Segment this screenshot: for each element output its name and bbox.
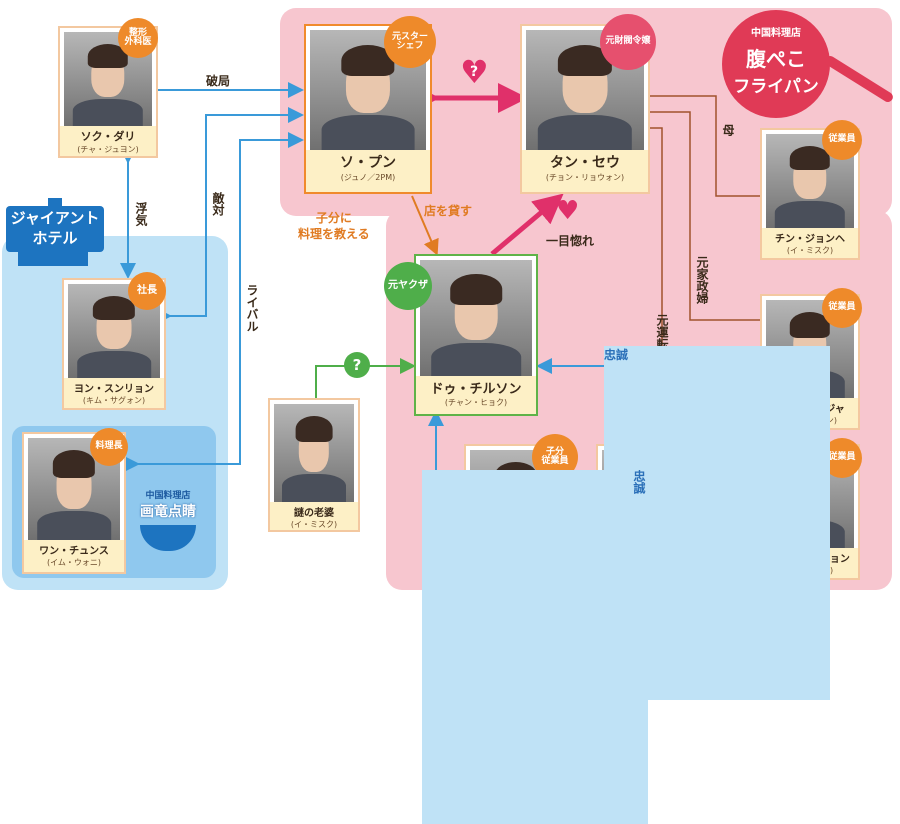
role-badge-tanseu: 元財閥令嬢 [600,14,656,70]
rival-logo-line1: 中国料理店 [145,491,191,501]
role-badge-sukudari: 整形 外科医 [118,18,158,58]
character-name: ソ・プン [340,155,396,171]
restaurant-logo-line3: フライパン [733,77,819,97]
hotel-sign: ジャイアント ホテル [6,206,104,252]
label-enemy: 敵対 [211,192,225,216]
character-photo [310,30,426,152]
character-name: ソク・ダリ [80,130,136,143]
rival-line [124,132,304,472]
mother-line [640,95,760,197]
first-sight-line [490,193,564,256]
rival-logo: 中国料理店 画竜点睛 [128,488,208,558]
character-actor: (ジュノ／2PM) [340,173,396,182]
character-actor: (チャン・ヒョク) [444,398,508,407]
label-teach-text: 子分に 料理を教える [298,211,370,241]
label-lend: 店を貸す [424,204,473,218]
teach-line [411,195,439,256]
role-badge-choesol: 従業員 [822,288,862,328]
label-mother: 母 [721,124,735,136]
role-badge-duchul: 元ヤクザ [384,262,432,310]
heart-icon: ♥ [556,196,580,226]
love-heart-question: ? [470,64,479,80]
character-namebox: ワン・チュンス(イム・ウォニ) [24,540,124,572]
rival-logo-line2: 画竜点睛 [140,504,196,520]
hotel-building-icon [18,248,88,266]
role-badge-wanchun: 料理長 [90,428,128,466]
character-actor: (キム・サグォン) [82,396,146,405]
hotel-label-line2: ホテル [32,229,78,247]
label-first-sight: 一目惚れ [546,234,595,248]
character-name: ドゥ・チルソン [430,382,522,397]
role-badge-sopun: 元スター シェフ [384,16,436,68]
character-card-sopun: ソ・プン (ジュノ／2PM) [304,24,432,194]
label-former-maid: 元家政婦 [695,256,709,304]
character-card-nazo: 謎の老婆(イ・ミスク) [268,398,360,532]
character-photo [68,284,160,380]
character-card-sukudari: ソク・ダリ (チャ・ジュヨン) [58,26,158,158]
maid-line [640,111,760,321]
love-heart-question-icon: ♥ ? [460,53,489,91]
character-card-duchul: ドゥ・チルソン(チャン・ヒョク) [414,254,538,416]
restaurant-logo-line1: 中国料理店 [751,28,801,39]
label-affair: 浮気 [134,202,148,226]
character-actor: (イ・ミスク) [290,520,338,529]
question-line [315,358,416,398]
character-name: 謎の老婆 [294,508,334,519]
question-mark: ? [352,356,362,374]
character-actor: (チャ・ジュヨン) [77,145,139,154]
character-namebox: 謎の老婆(イ・ミスク) [270,502,358,530]
restaurant-logo: 中国料理店 腹ぺこ フライパン [722,10,830,118]
label-breakup: 破局 [206,74,231,88]
character-namebox: チン・ジョンヘ(イ・ミスク) [762,228,858,258]
role-badge-yonsun: 社長 [128,272,166,310]
character-card-yonsun: ヨン・スンリョン(キム・サグォン) [62,278,166,410]
character-namebox: タン・セウ (チョン・リョウォン) [522,150,648,192]
character-namebox: ドゥ・チルソン(チャン・ヒョク) [416,376,536,414]
character-card-tanseu: タン・セウ (チョン・リョウォン) [520,24,650,194]
label-teach: 子分に 料理を教える [298,210,370,242]
character-actor: (イ・ミスク) [786,246,834,255]
character-namebox: ソ・プン (ジュノ／2PM) [306,150,430,192]
label-rival: ライバル [245,284,259,332]
character-photo [526,30,644,152]
restaurant-logo-line2: 腹ぺこ [746,47,806,71]
enemy-line [156,107,304,324]
character-namebox: ソク・ダリ (チャ・ジュヨン) [60,126,156,156]
character-name: ヨン・スンリョン [74,384,154,395]
hotel-label: ジャイアント ホテル [6,196,106,266]
character-photo [274,404,354,504]
character-namebox: ヨン・スンリョン(キム・サグォン) [64,378,164,408]
role-badge-chinjon: 従業員 [822,120,862,160]
character-name: チン・ジョンヘ [775,234,845,245]
question-circle-icon: ? [344,352,370,378]
character-photo [64,32,152,128]
character-name: タン・セウ [550,155,620,171]
pot-icon [140,525,196,551]
character-name: ワン・チュンス [39,546,109,557]
hotel-label-line1: ジャイアント [10,209,100,227]
character-actor: (チョン・リョウォン) [545,173,625,182]
hotel-roof-icon [48,198,62,208]
character-photo [420,260,532,378]
label-loyalty-2: 忠誠 [422,470,648,824]
character-actor: (イム・ウォニ) [46,558,102,567]
